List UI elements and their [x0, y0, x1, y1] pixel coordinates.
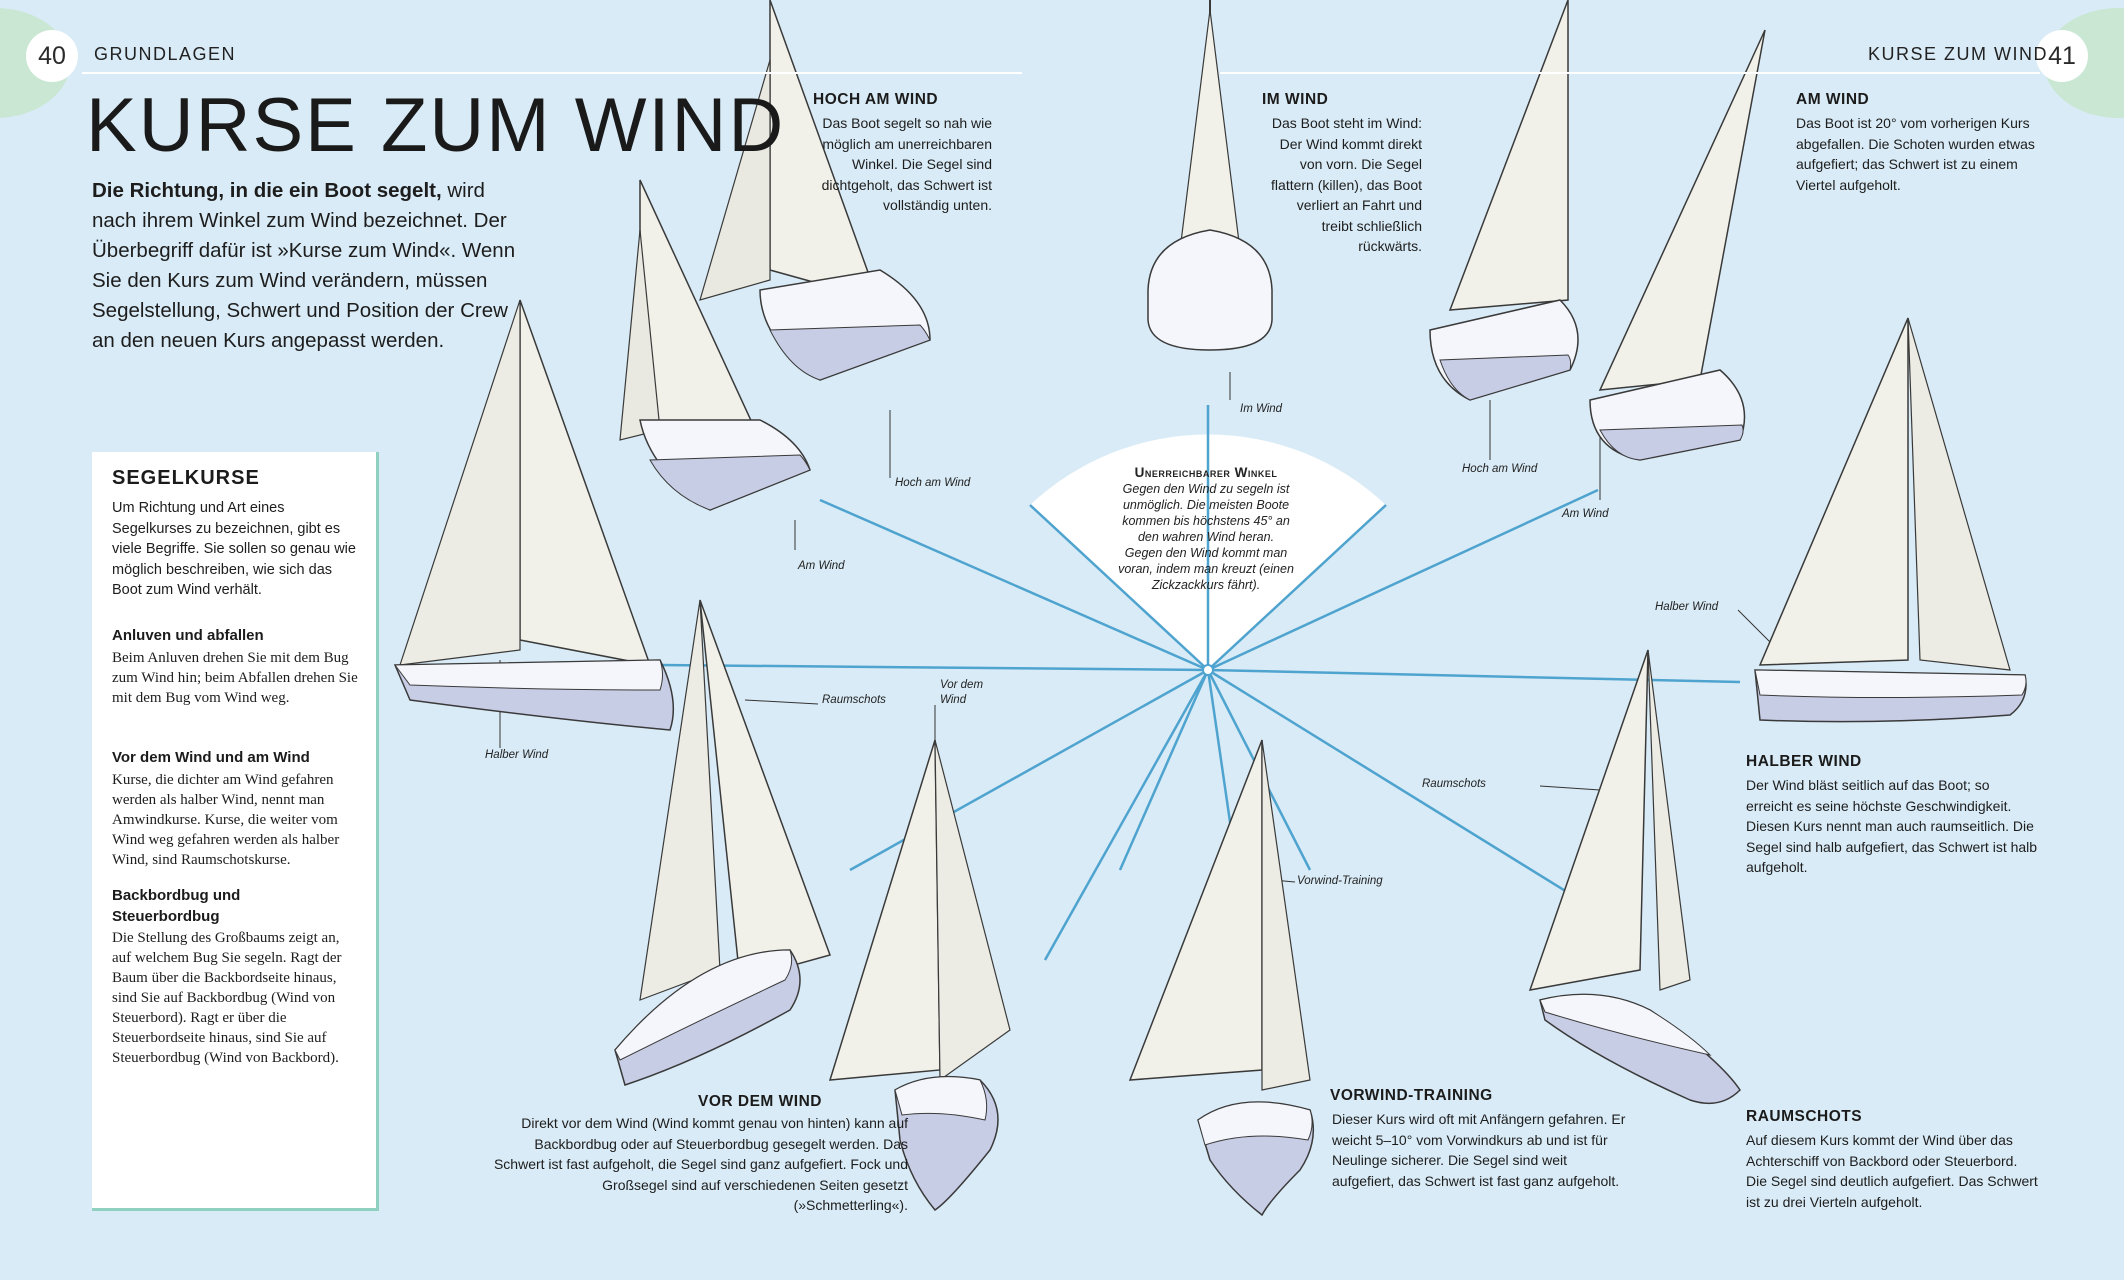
- caption-vorwind-training-heading: VORWIND-TRAINING: [1330, 1087, 1493, 1104]
- left-page-number: 40: [26, 30, 78, 82]
- sidebar-intro: Um Richtung und Art eines Segelkurses zu…: [112, 500, 356, 598]
- page-title: KURSE ZUM WIND: [86, 83, 786, 168]
- caption-vorwind-training-text: Dieser Kurs wird oft mit Anfängern gefah…: [1332, 1111, 1626, 1189]
- caption-am-wind-heading: AM WIND: [1796, 91, 1870, 108]
- boat-raumschots-left: [614, 599, 831, 1086]
- sidebar-box: SEGELKURSE Um Richtung und Art eines Seg…: [92, 452, 379, 1211]
- sidebar-section-title: Backbordbug und Steuerbordbug: [112, 887, 241, 925]
- sidebar-section-text: Beim Anluven drehen Sie mit dem Bug zum …: [112, 650, 358, 706]
- intro-bold: Die Richtung, in die ein Boot segelt,: [92, 179, 442, 202]
- caption-halber-wind-text: Der Wind bläst seitlich auf das Boot; so…: [1746, 777, 2038, 875]
- label-im-wind: Im Wind: [1240, 403, 1283, 415]
- label-raumschots-left: Raumschots: [822, 694, 886, 706]
- label-raumschots-right: Raumschots: [1422, 778, 1486, 790]
- boat-hoch-am-wind-left: [699, 0, 931, 381]
- right-running-head: KURSE ZUM WIND: [1868, 44, 2048, 64]
- label-hoch-am-wind-right: Hoch am Wind: [1462, 463, 1538, 475]
- intro-rest: wird nach ihrem Winkel zum Wind bezeichn…: [92, 179, 516, 352]
- boat-vorwind-training: [1128, 739, 1315, 1217]
- sidebar-section-text: Kurse, die dichter am Wind gefahren werd…: [112, 772, 340, 868]
- caption-hoch-am-wind-text: Das Boot segelt so nah wie möglich am un…: [821, 115, 992, 213]
- caption-raumschots-text: Auf diesem Kurs kommt der Wind über das …: [1746, 1132, 2038, 1210]
- top-rule-left: [82, 72, 1022, 74]
- top-rule-right: [1220, 72, 2040, 74]
- caption-am-wind-text: Das Boot ist 20° vom vorherigen Kurs abg…: [1796, 115, 2035, 193]
- unreachable-angle-text: Unerreichbarer Winkel Gegen den Wind zu …: [1118, 465, 1294, 593]
- label-vor-dem-wind: Vor dem Wind: [940, 679, 984, 706]
- sidebar-heading: SEGELKURSE: [112, 467, 260, 489]
- caption-vor-dem-wind-text: Direkt vor dem Wind (Wind kommt genau vo…: [493, 1115, 908, 1213]
- caption-raumschots-heading: RAUMSCHOTS: [1746, 1108, 1863, 1125]
- caption-halber-wind-heading: HALBER WIND: [1746, 753, 1862, 770]
- label-am-wind-left: Am Wind: [798, 560, 845, 572]
- boat-hoch-am-wind-right: [1429, 0, 1579, 401]
- intro-paragraph: Die Richtung, in die ein Boot segelt, wi…: [92, 176, 532, 356]
- sidebar-section-title: Anluven und abfallen: [112, 627, 264, 644]
- unreachable-angle-body: Gegen den Wind zu segeln ist unmöglich. …: [1118, 482, 1294, 592]
- boat-raumschots-right: [1528, 649, 1741, 1105]
- right-page-number: 41: [2036, 30, 2088, 82]
- left-running-head: GRUNDLAGEN: [94, 44, 237, 64]
- label-am-wind-right: Am Wind: [1562, 508, 1609, 520]
- caption-im-wind-heading: IM WIND: [1262, 91, 1329, 108]
- boat-am-wind-left: [619, 179, 811, 511]
- label-hoch-am-wind-left: Hoch am Wind: [895, 477, 971, 489]
- boat-am-wind-right: [1589, 29, 1766, 461]
- label-halber-wind-right: Halber Wind: [1655, 601, 1719, 613]
- boat-vor-dem-wind: [828, 739, 1011, 1211]
- unreachable-angle-heading: Unerreichbarer Winkel: [1134, 465, 1278, 480]
- boat-im-wind: [1147, 0, 1273, 351]
- label-halber-wind-left: Halber Wind: [485, 749, 549, 761]
- sidebar-section-title: Vor dem Wind und am Wind: [112, 749, 310, 766]
- caption-im-wind-text: Das Boot steht im Wind: Der Wind kommt d…: [1271, 115, 1422, 254]
- sidebar-section-text: Die Stellung des Großbaums zeigt an, auf…: [112, 930, 342, 1066]
- label-vorwind-training: Vorwind-Training: [1297, 875, 1383, 887]
- boat-halber-wind-right: [1754, 317, 2027, 723]
- caption-hoch-am-wind-heading: HOCH AM WIND: [813, 91, 939, 108]
- caption-vor-dem-wind-heading: VOR DEM WIND: [698, 1093, 822, 1110]
- boat-halber-wind-left: [393, 299, 675, 731]
